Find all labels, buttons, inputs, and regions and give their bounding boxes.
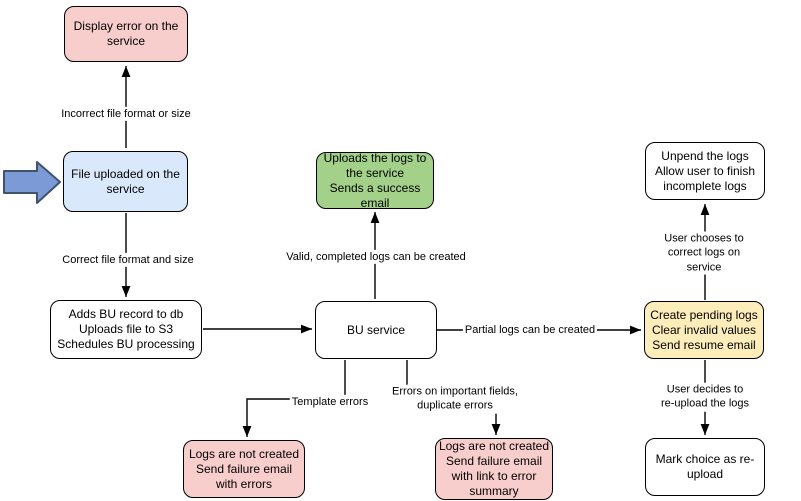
node-create-pending-text: Create pending logs Clear invalid values… bbox=[650, 307, 758, 352]
node-logs-not-created-errors: Logs are not created Send failure email … bbox=[183, 440, 305, 498]
node-logs-not-created-errors-text: Logs are not created Send failure email … bbox=[188, 446, 300, 491]
node-unpend-logs-text: Unpend the logs Allow user to finish inc… bbox=[654, 148, 756, 193]
edge-label-correct-format: Correct file format and size bbox=[60, 252, 196, 268]
node-adds-bu-record: Adds BU record to db Uploads file to S3 … bbox=[50, 300, 202, 359]
node-unpend-logs: Unpend the logs Allow user to finish inc… bbox=[645, 142, 765, 200]
node-logs-not-created-summary-text: Logs are not created Send failure email … bbox=[438, 439, 550, 498]
node-uploads-logs: Uploads the logs to the service Sends a … bbox=[316, 150, 434, 210]
edge-label-valid-logs: Valid, completed logs can be created bbox=[284, 249, 468, 265]
node-mark-choice: Mark choice as re-upload bbox=[645, 438, 765, 496]
node-uploads-logs-text: Uploads the logs to the service Sends a … bbox=[323, 150, 427, 210]
edge-label-field-errors: Errors on important fields, duplicate er… bbox=[390, 384, 520, 414]
node-adds-bu-record-text: Adds BU record to db Uploads file to S3 … bbox=[57, 307, 195, 351]
node-mark-choice-text: Mark choice as re-upload bbox=[655, 452, 755, 481]
edge-label-user-corrects: User chooses to correct logs on service bbox=[655, 231, 753, 275]
node-file-uploaded: File uploaded on the service bbox=[63, 151, 188, 212]
node-display-error: Display error on the service bbox=[64, 6, 188, 62]
edge-label-incorrect-format: Incorrect file format or size bbox=[59, 106, 193, 122]
edge-label-template-errors: Template errors bbox=[289, 394, 371, 410]
edge-label-user-reuploads: User decides to re-upload the logs bbox=[657, 382, 753, 412]
edge-label-partial-logs: Partial logs can be created bbox=[462, 322, 598, 338]
node-file-uploaded-text: File uploaded on the service bbox=[71, 166, 180, 196]
node-bu-service-text: BU service bbox=[346, 322, 405, 337]
node-logs-not-created-summary: Logs are not created Send failure email … bbox=[435, 438, 553, 500]
node-create-pending: Create pending logs Clear invalid values… bbox=[644, 301, 764, 359]
node-display-error-text: Display error on the service bbox=[73, 19, 179, 48]
node-bu-service: BU service bbox=[315, 301, 437, 359]
